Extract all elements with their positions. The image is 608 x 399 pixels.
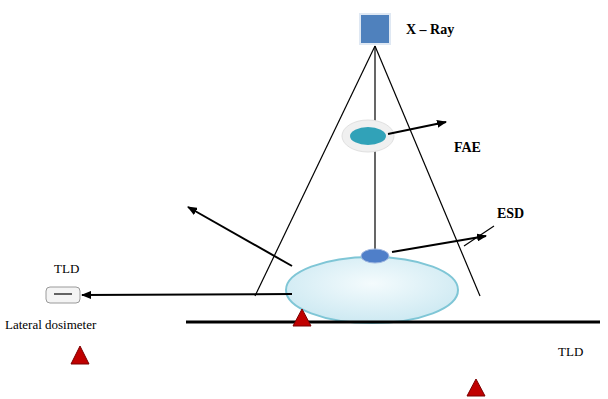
esd-arrow <box>392 236 486 252</box>
tld-marker <box>293 309 311 326</box>
patient-phantom <box>286 257 458 323</box>
fae-arrow <box>388 122 446 134</box>
tld-label: TLD <box>54 262 79 276</box>
tld-device <box>46 287 80 303</box>
tld-arrow <box>82 294 292 295</box>
esd-label: ESD <box>497 206 524 221</box>
table <box>186 321 600 324</box>
fae-chamber <box>350 127 386 145</box>
tld-marker <box>467 379 485 396</box>
fae-halo <box>342 120 394 152</box>
esd-leader <box>464 226 494 246</box>
fae-label: FAE <box>454 140 481 155</box>
tld-holder-label: TLD <box>558 345 583 359</box>
lateral-dosimeter-label: Lateral dosimeter <box>5 318 96 332</box>
entrance-dosimeter <box>361 249 389 263</box>
scatter-arrow <box>188 207 292 266</box>
tld-marker <box>71 346 89 364</box>
tld-chip <box>54 293 72 295</box>
xray-source <box>360 14 390 44</box>
source-label: X – Ray <box>406 22 454 37</box>
